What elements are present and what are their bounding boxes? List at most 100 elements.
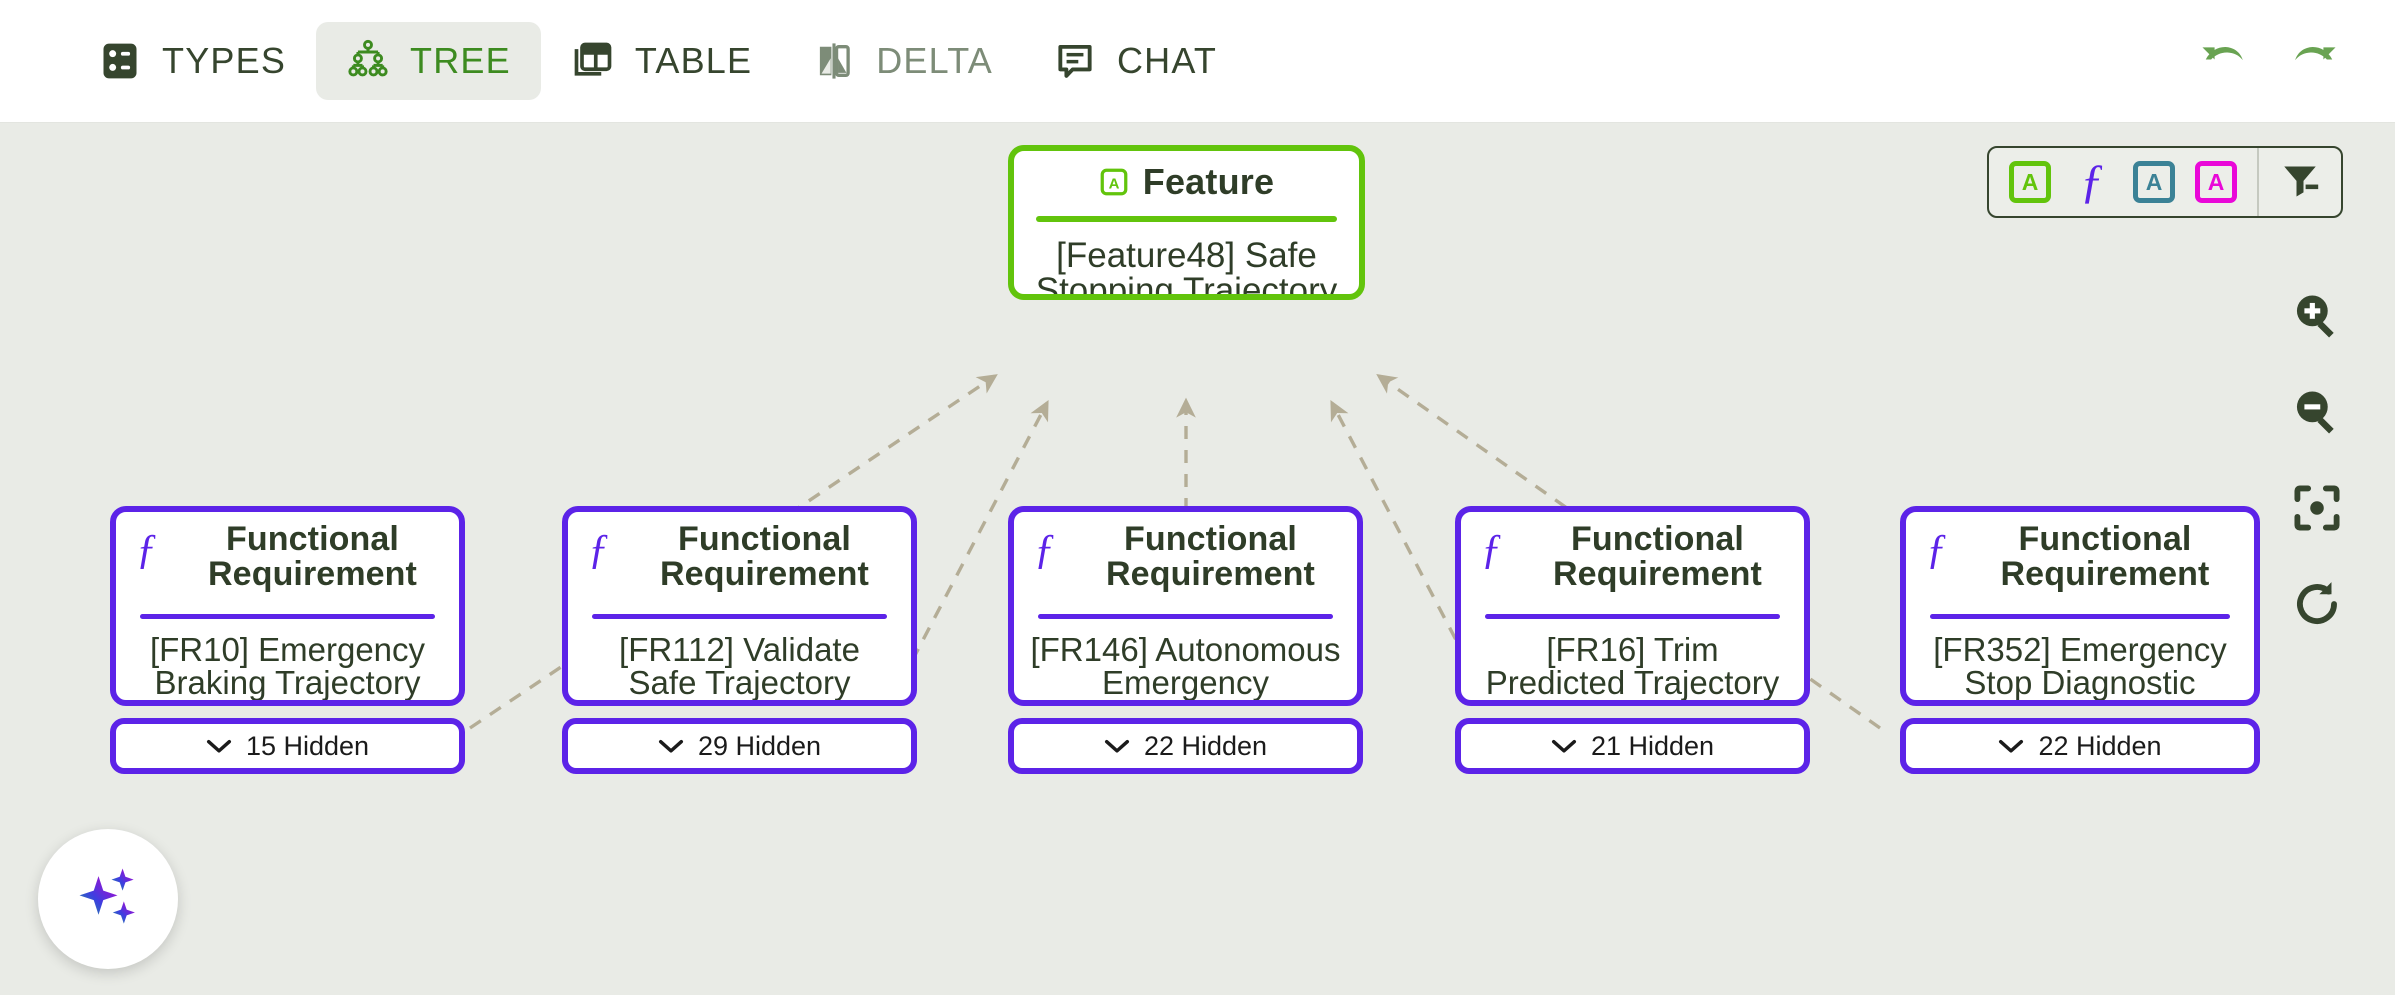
letter-a-square-icon: A [1099, 167, 1129, 197]
svg-text:A: A [1108, 176, 1119, 193]
function-f-icon: ƒ [1926, 527, 1947, 573]
focus-target-icon [2289, 480, 2345, 541]
tree-icon [346, 39, 390, 83]
type-filter-toolbar: A ƒ A A [1987, 146, 2343, 218]
hidden-count-pill-fr146[interactable]: 22 Hidden [1008, 718, 1363, 774]
node-header: ƒ Functional Requirement [1461, 512, 1804, 608]
tab-chat[interactable]: CHAT [1023, 22, 1247, 100]
filter-type-feature-button[interactable]: A [1999, 148, 2061, 216]
types-icon [98, 39, 142, 83]
node-type-label: Functional Requirement [208, 520, 417, 594]
chevron-down-icon [1551, 739, 1576, 753]
node-type-label: Functional Requirement [2000, 520, 2210, 594]
node-header: ƒ Functional Requirement [116, 512, 459, 608]
node-text: [FR16] Trim Predicted Trajectory Braking [1485, 631, 1780, 700]
delta-icon [812, 39, 856, 83]
reset-view-button[interactable] [2287, 576, 2347, 636]
fit-view-button[interactable] [2287, 480, 2347, 540]
node-text: [FR10] Emergency Braking Trajectory Gene… [149, 631, 426, 700]
graph-node-feature[interactable]: A Feature [Feature48] Safe Stopping Traj… [1008, 145, 1365, 300]
filter-type-magenta-button[interactable]: A [2185, 148, 2247, 216]
hidden-count-label: 21 Hidden [1590, 730, 1715, 761]
node-divider [1930, 614, 2230, 619]
chat-icon [1053, 39, 1097, 83]
zoom-in-button[interactable] [2287, 288, 2347, 348]
graph-node-fr10[interactable]: ƒ Functional Requirement [FR10] Emergenc… [110, 506, 465, 706]
hidden-count-pill-fr352[interactable]: 22 Hidden [1900, 718, 2260, 774]
redo-button[interactable] [2287, 34, 2343, 90]
node-divider [592, 614, 887, 619]
tab-delta[interactable]: DELTA [782, 22, 1023, 100]
redo-icon [2287, 31, 2343, 92]
node-type-label: Functional Requirement [1553, 520, 1762, 594]
node-type-label: Functional Requirement [1106, 520, 1315, 594]
tab-table-label: TABLE [634, 40, 753, 81]
tab-chat-label: CHAT [1116, 40, 1218, 81]
node-divider [1485, 614, 1780, 619]
graph-node-fr352[interactable]: ƒ Functional Requirement [FR352] Emergen… [1900, 506, 2260, 706]
filter-minus-icon [2279, 159, 2321, 206]
hidden-count-label: 22 Hidden [1143, 730, 1268, 761]
clear-filter-group [2259, 148, 2341, 216]
filter-type-teal-button[interactable]: A [2123, 148, 2185, 216]
zoom-out-icon [2289, 384, 2345, 445]
chevron-down-icon [206, 739, 231, 753]
function-f-icon: ƒ [588, 527, 609, 573]
letter-a-square-icon: A [2133, 161, 2175, 203]
clear-filter-button[interactable] [2269, 148, 2331, 216]
canvas-view-controls [2287, 288, 2347, 636]
refresh-icon [2289, 576, 2345, 637]
hidden-count-pill-fr10[interactable]: 15 Hidden [110, 718, 465, 774]
table-icon [571, 39, 615, 83]
node-type-label: Feature [1142, 161, 1275, 202]
hidden-count-label: 29 Hidden [697, 730, 822, 761]
function-f-icon: ƒ [136, 527, 157, 573]
graph-node-fr146[interactable]: ƒ Functional Requirement [FR146] Autonom… [1008, 506, 1363, 706]
zoom-out-button[interactable] [2287, 384, 2347, 444]
toolbar-divider [2257, 148, 2259, 216]
zoom-in-icon [2289, 288, 2345, 349]
chevron-down-icon [1999, 739, 2024, 753]
node-header: A Feature [1014, 151, 1359, 208]
chevron-down-icon [1104, 739, 1129, 753]
tab-tree[interactable]: TREE [316, 22, 541, 100]
undo-icon [2195, 31, 2251, 92]
graph-node-fr112[interactable]: ƒ Functional Requirement [FR112] Validat… [562, 506, 917, 706]
tab-types[interactable]: TYPES [68, 22, 316, 100]
type-filter-group: A ƒ A A [1989, 148, 2257, 216]
topbar-actions [2195, 0, 2343, 123]
chevron-down-icon [658, 739, 683, 753]
filter-type-function-button[interactable]: ƒ [2061, 148, 2123, 216]
function-f-icon: ƒ [1481, 527, 1502, 573]
hidden-count-pill-fr112[interactable]: 29 Hidden [562, 718, 917, 774]
node-header: ƒ Functional Requirement [1014, 512, 1357, 608]
node-divider [1036, 215, 1337, 222]
node-text: [Feature48] Safe Stopping Trajectory Pla… [1035, 235, 1338, 294]
tab-tree-label: TREE [410, 40, 511, 81]
letter-a-square-icon: A [2009, 161, 2051, 203]
graph-canvas[interactable]: A Feature [Feature48] Safe Stopping Traj… [0, 123, 2395, 995]
hidden-count-pill-fr16[interactable]: 21 Hidden [1455, 718, 1810, 774]
hidden-count-label: 15 Hidden [245, 730, 370, 761]
letter-a-square-icon: A [2195, 161, 2237, 203]
node-type-label: Functional Requirement [660, 520, 869, 594]
tab-table[interactable]: TABLE [541, 22, 782, 100]
ai-assistant-button[interactable] [38, 829, 178, 969]
function-f-icon: ƒ [2080, 155, 2104, 208]
node-header: ƒ Functional Requirement [1906, 512, 2254, 608]
node-text: [FR352] Emergency Stop Diagnostic [1933, 631, 2227, 700]
node-text: [FR146] Autonomous Emergency [1030, 631, 1341, 700]
view-tabs: TYPES T [0, 22, 1247, 100]
node-divider [140, 614, 435, 619]
node-header: ƒ Functional Requirement [568, 512, 911, 608]
tab-types-label: TYPES [162, 40, 287, 81]
function-f-icon: ƒ [1034, 527, 1055, 573]
undo-button[interactable] [2195, 34, 2251, 90]
node-divider [1038, 614, 1333, 619]
sparkles-icon [70, 859, 146, 940]
top-toolbar: TYPES T [0, 0, 2395, 123]
graph-node-fr16[interactable]: ƒ Functional Requirement [FR16] Trim Pre… [1455, 506, 1810, 706]
hidden-count-label: 22 Hidden [2038, 730, 2162, 761]
node-text: [FR112] Validate Safe Trajectory [619, 631, 860, 700]
